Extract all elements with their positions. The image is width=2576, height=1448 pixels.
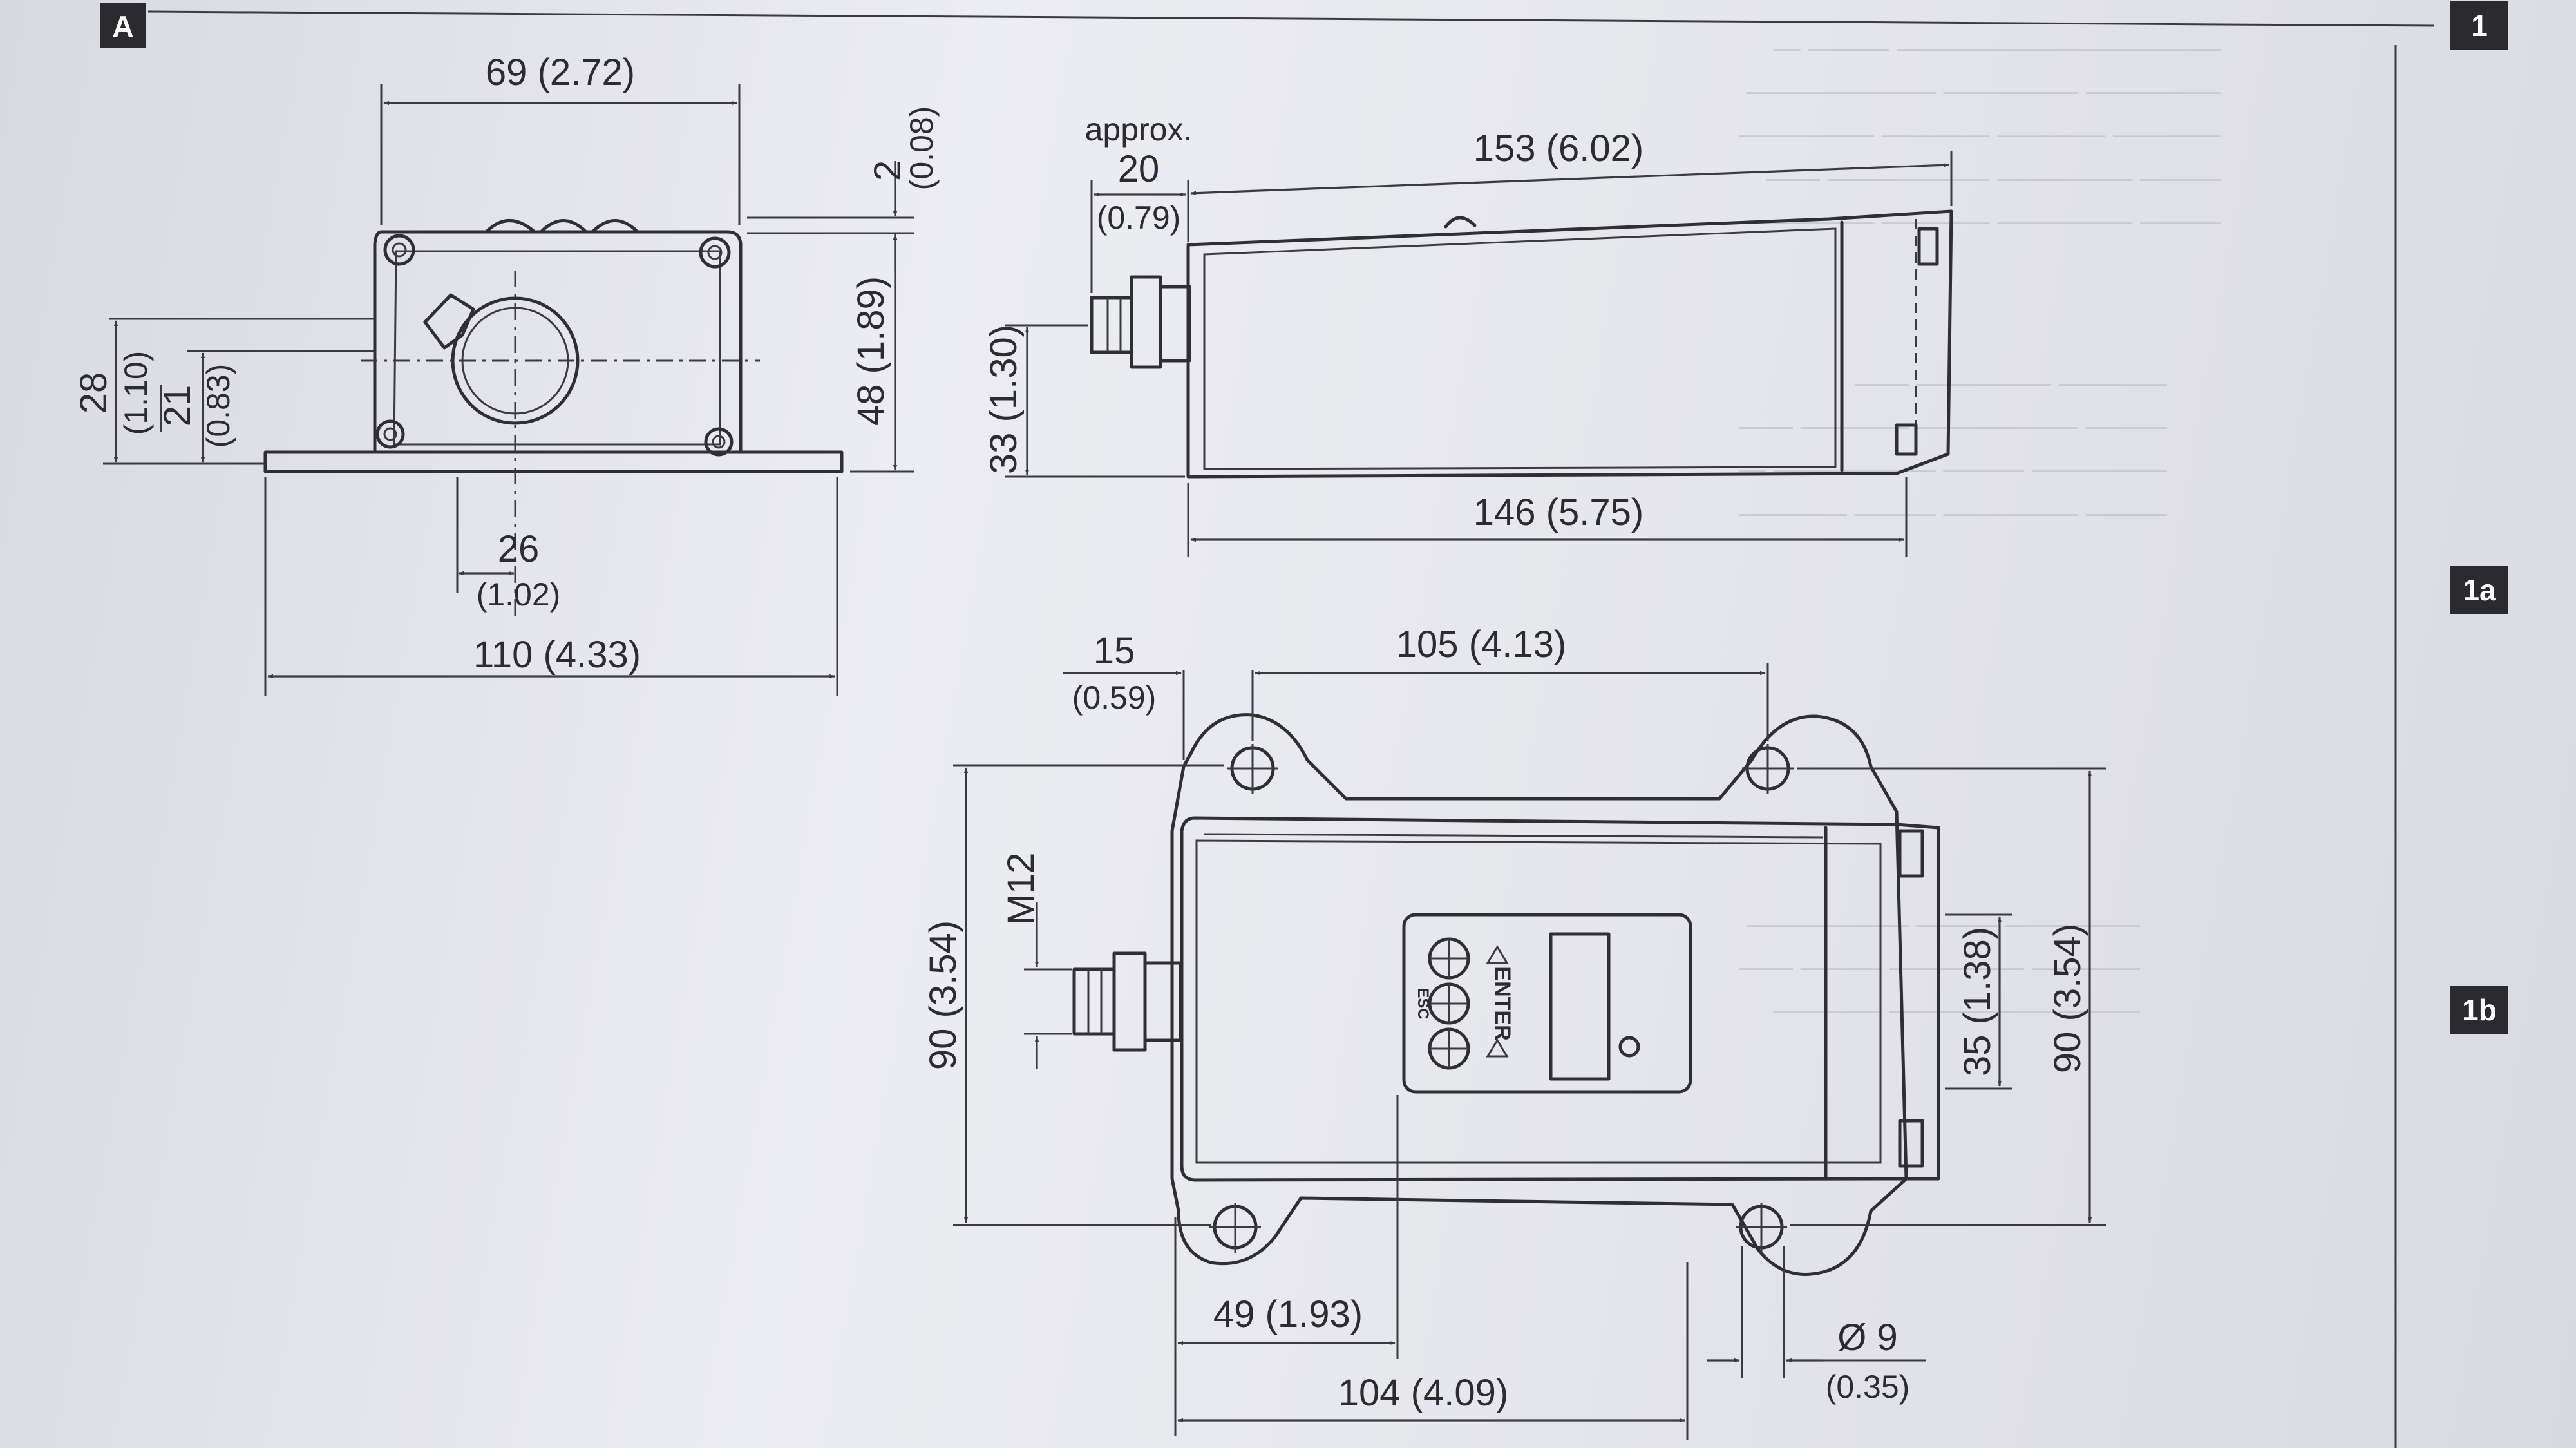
dim-label-2-value: 2 (867, 160, 909, 181)
side-end-clip (1895, 423, 1918, 456)
dim-label-49: 49 (1.93) (1213, 1293, 1363, 1335)
corner-screw (383, 234, 415, 266)
page-top-rule (147, 10, 2435, 27)
mounting-hole (1736, 1203, 1787, 1253)
mounting-hole (1742, 744, 1794, 794)
dim-label-110: 110 (4.33) (473, 634, 641, 676)
dim-label-20-inch: (0.79) (1097, 200, 1181, 236)
top-end-clip (1898, 829, 1924, 878)
side-top-bump (1444, 216, 1477, 229)
corner-screw (375, 419, 405, 449)
top-housing-inner (1195, 839, 1882, 1164)
top-view: ENTER ESC 15 (0.59) 105 (4.13) 90 (3.54) (922, 624, 2106, 1440)
top-connector-collar (1143, 961, 1182, 1042)
dim-label-69: 69 (2.72) (486, 52, 635, 93)
panel-up-arrow-icon (1486, 1038, 1509, 1058)
panel-button (1428, 1027, 1470, 1070)
dim-label-90-left: 90 (3.54) (922, 920, 964, 1070)
dim-label-33: 33 (1.30) (983, 325, 1025, 474)
section-badge-1a: 1a (2450, 566, 2508, 614)
top-housing-outline (1180, 816, 1940, 1182)
panel-label-enter: ENTER (1490, 966, 1515, 1040)
mounting-hole (1209, 1203, 1261, 1253)
dim-label-153: 153 (6.02) (1473, 128, 1643, 169)
dim-label-48: 48 (1.89) (850, 276, 892, 426)
section-badge-a: A (100, 3, 146, 48)
connector-tab (423, 293, 475, 350)
panel-button (1428, 982, 1470, 1025)
dim-label-dia9-value: Ø 9 (1837, 1317, 1898, 1358)
mounting-hole (1227, 744, 1278, 794)
dim-label-104: 104 (4.09) (1338, 1372, 1508, 1414)
top-end-clip (1898, 1119, 1924, 1168)
section-badge-1: 1 (2450, 1, 2508, 50)
top-bump (539, 219, 588, 234)
top-mounting-plate (1170, 713, 1908, 1276)
dim-label-15-value: 15 (1094, 630, 1135, 672)
control-panel (1402, 913, 1692, 1094)
dim-label-20-value: 20 (1118, 148, 1160, 190)
corner-screw (699, 236, 731, 269)
top-connector-thread (1072, 967, 1116, 1036)
dim-label-15-inch: (0.59) (1072, 680, 1157, 716)
dim-label-21-value: 21 (156, 385, 198, 427)
panel-down-arrow-icon (1486, 945, 1509, 964)
dim-label-105: 105 (4.13) (1396, 624, 1566, 665)
side-view: approx. 20 (0.79) 153 (6.02) 33 (1.30) 1… (983, 111, 1953, 557)
side-end-clip (1917, 227, 1939, 266)
section-badge-1b: 1b (2450, 986, 2508, 1034)
dim-label-146: 146 (5.75) (1473, 491, 1643, 533)
dim-label-26-inch: (1.02) (477, 576, 561, 613)
dim-label-35: 35 (1.38) (1956, 927, 1998, 1076)
panel-label-esc: ESC (1414, 987, 1432, 1019)
side-connector-collar (1159, 285, 1191, 363)
top-bump (591, 219, 639, 234)
front-housing-inner (393, 250, 721, 446)
side-body-outline (1186, 209, 1953, 479)
dim-label-28-inch: (1.10) (118, 351, 154, 435)
dim-label-m12: M12 (1000, 853, 1042, 926)
panel-led (1618, 1036, 1640, 1058)
top-connector-nut (1112, 951, 1147, 1052)
panel-button (1428, 937, 1470, 980)
top-housing-edge (1204, 833, 1823, 839)
dim-label-28-value: 28 (73, 372, 115, 414)
dim-label-26-value: 26 (498, 528, 540, 570)
dim-label-90-right: 90 (3.54) (2047, 924, 2088, 1073)
front-view: 69 (2.72) 2 (0.08) 48 (1.89) 28 (1.10) 2… (73, 52, 940, 696)
dim-label-21-inch: (0.83) (200, 364, 236, 448)
corner-screw (704, 427, 734, 457)
side-body-inner (1203, 227, 1837, 470)
panel-display (1549, 932, 1611, 1081)
front-base-plate (263, 450, 844, 473)
dim-line-153 (1190, 163, 1949, 195)
front-housing-outline (373, 230, 743, 454)
side-connector-thread (1090, 296, 1133, 354)
dim-label-2-inch: (0.08) (904, 106, 940, 191)
dim-label-dia9-inch: (0.35) (1826, 1369, 1910, 1405)
approx-label: approx. (1085, 111, 1193, 148)
side-connector-nut (1130, 275, 1162, 369)
top-bump (484, 219, 536, 234)
